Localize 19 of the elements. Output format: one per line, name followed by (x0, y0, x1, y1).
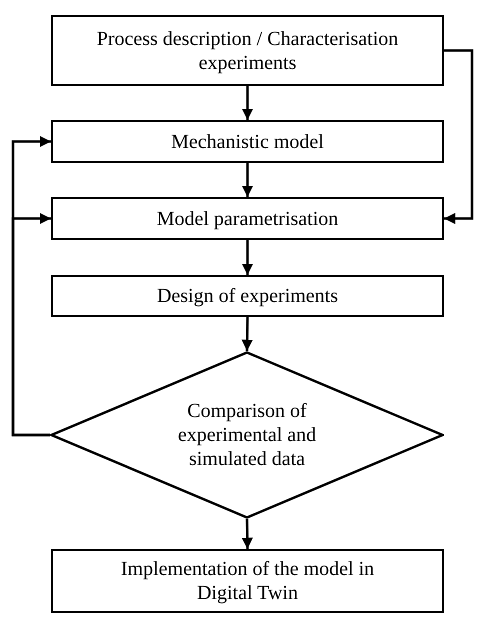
process-box (51, 120, 444, 163)
arrow (242, 163, 254, 197)
arrow (242, 86, 254, 120)
node-label: Process description / Characterisation experiments (96, 26, 400, 74)
node-label: Comparison of experimental and simulated data (176, 399, 318, 471)
decision-diamond (50, 351, 444, 519)
process-box (51, 275, 444, 317)
arrow (242, 316, 253, 352)
process-box (51, 197, 444, 240)
arrow (12, 212, 51, 436)
node-label: Implementation of the model in Digital Twin (120, 557, 376, 605)
process-box (51, 549, 444, 613)
arrow (242, 518, 253, 550)
node-label: Design of experiments (156, 284, 338, 308)
node-label: Mechanistic model (171, 130, 324, 154)
arrow (242, 240, 254, 275)
arrow (444, 49, 474, 224)
node-label: Model parametrisation (156, 206, 338, 230)
process-box (51, 15, 444, 86)
